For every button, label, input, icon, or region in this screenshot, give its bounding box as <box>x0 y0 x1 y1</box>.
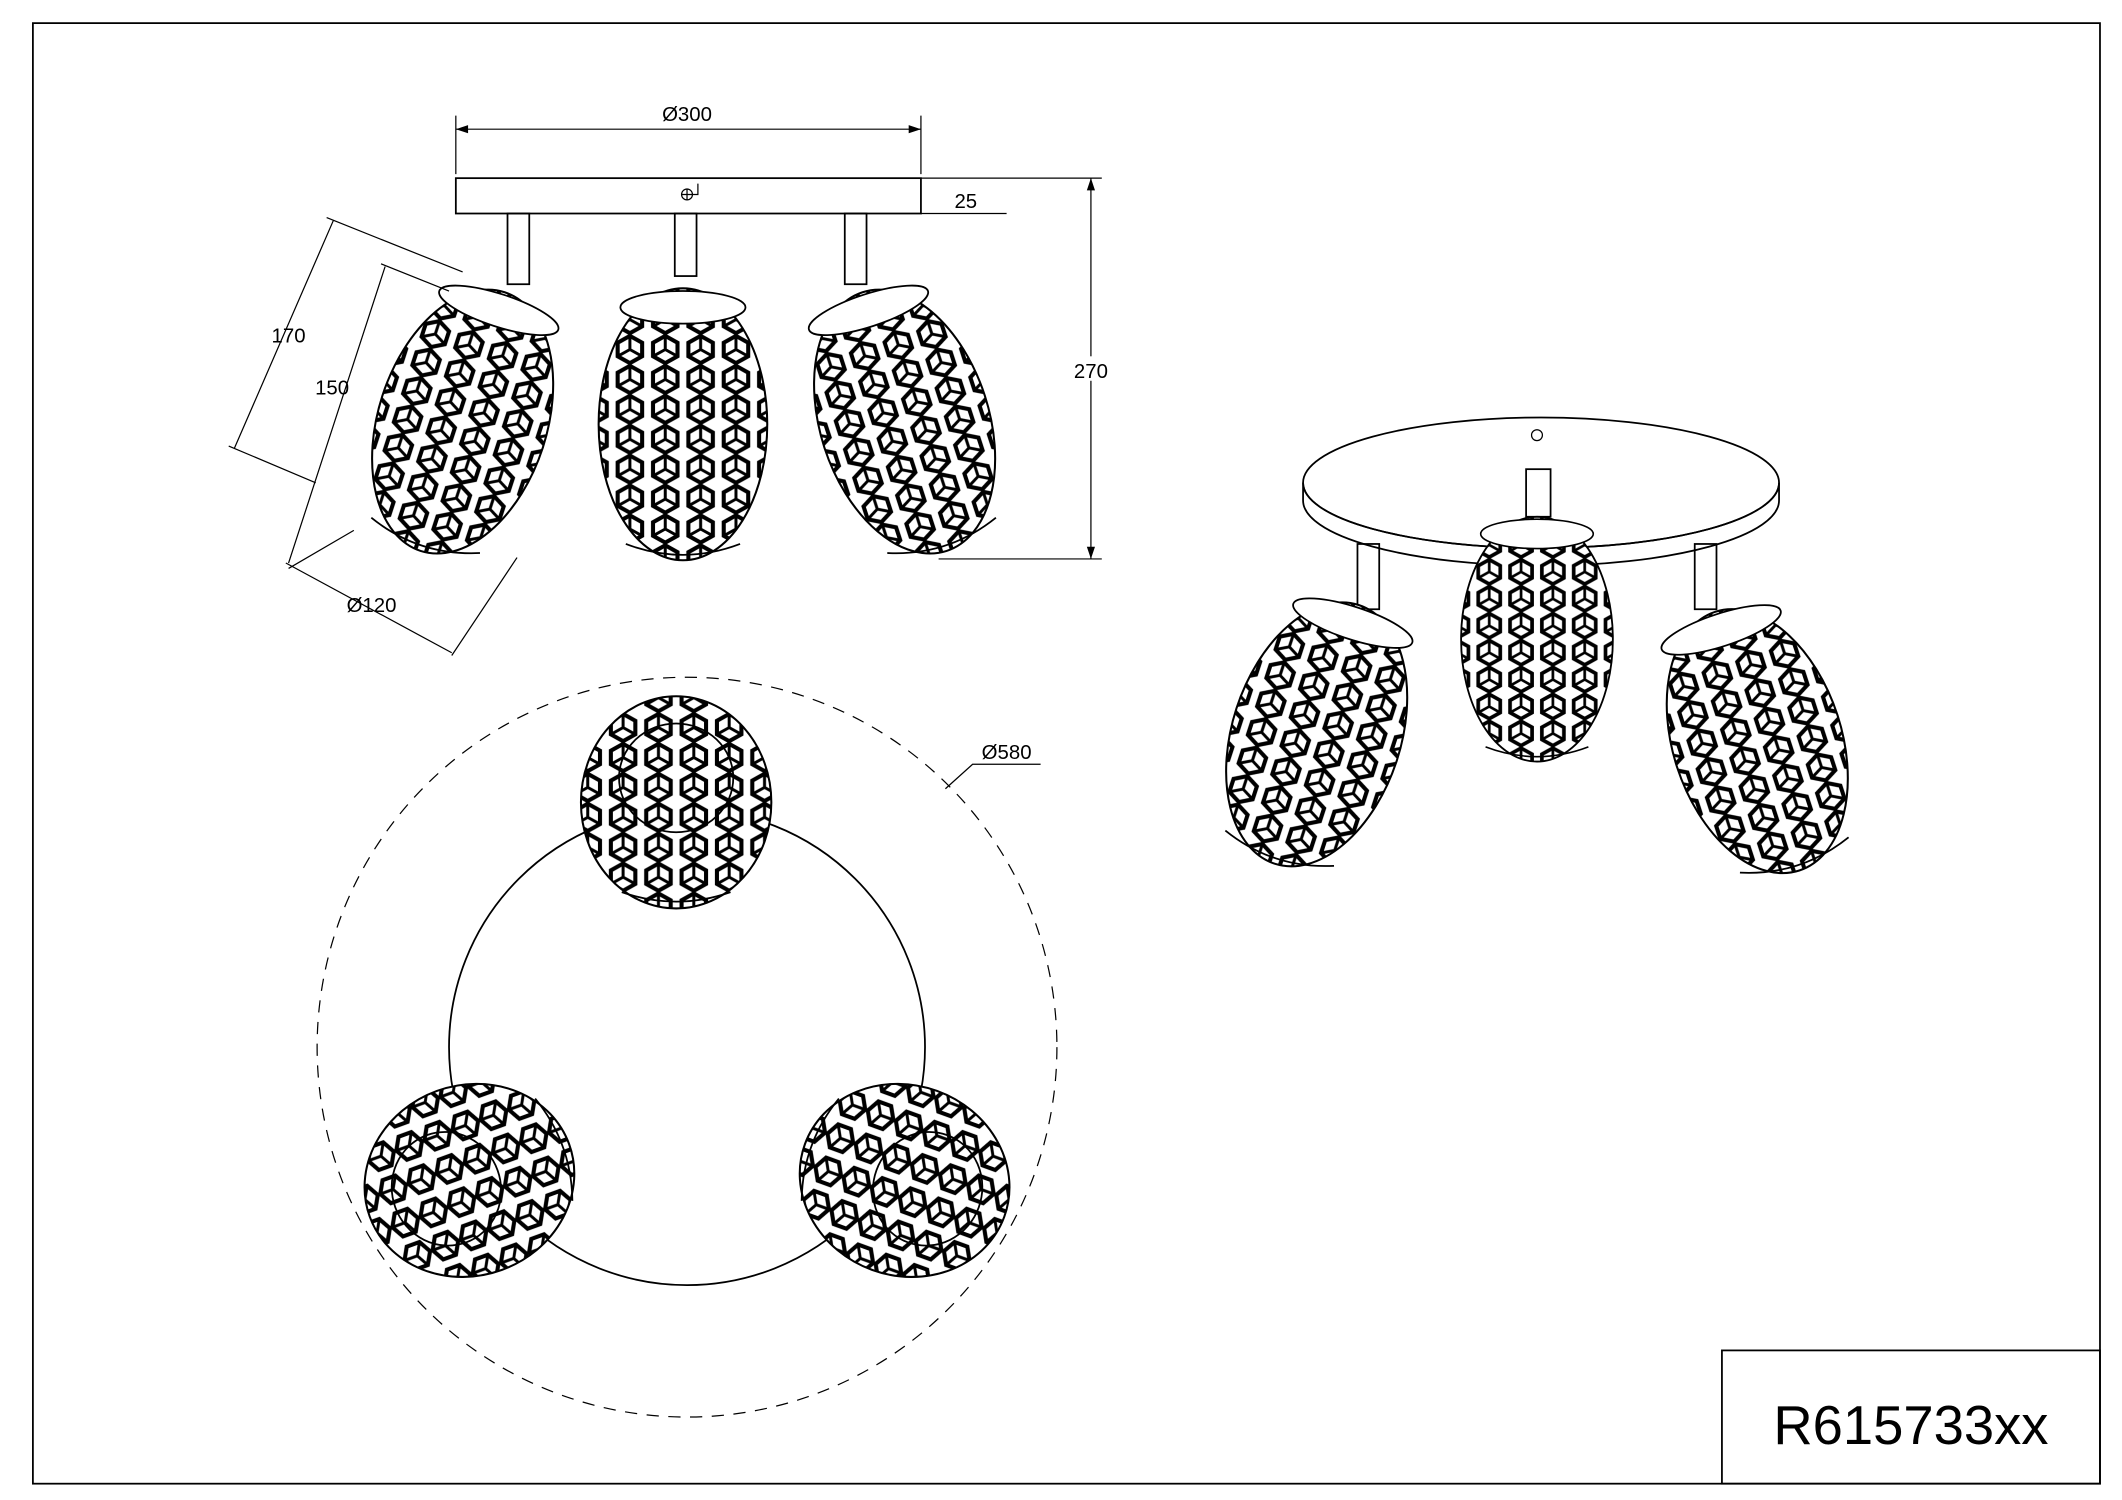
top-shade-top <box>579 695 773 910</box>
drawing-border <box>32 22 2101 1485</box>
stem-middle <box>673 212 698 277</box>
outer-diameter-circle <box>316 676 1058 1418</box>
shade-middle <box>597 287 769 562</box>
dim-arm-length: 170 <box>272 326 306 348</box>
front-view: Ø300 25 270 170 150 Ø120 <box>228 104 1116 656</box>
top-shade-left <box>336 1053 603 1308</box>
dim-shade-length: 150 <box>315 377 349 399</box>
dim-shade-diameter: Ø120 <box>347 595 397 617</box>
dim-total-height: 270 <box>1074 361 1108 383</box>
stem-right <box>843 212 868 286</box>
dim-bar-height: 25 <box>954 191 977 213</box>
top-shade-right <box>771 1053 1038 1308</box>
top-view: Ø580 <box>316 676 1058 1418</box>
shade-left <box>339 265 586 578</box>
persp-shade-left <box>1193 577 1440 891</box>
stem-left <box>506 212 531 286</box>
title-block: R615733xx <box>1721 1349 2101 1485</box>
screw-icon <box>1530 429 1544 442</box>
shade-right <box>781 265 1028 578</box>
persp-shade-right <box>1634 584 1881 898</box>
dim-bar-width: Ø300 <box>662 104 712 126</box>
persp-shade-middle <box>1460 515 1614 763</box>
product-code: R615733xx <box>1773 1395 2048 1456</box>
dim-round-diameter: Ø580 <box>982 742 1032 764</box>
perspective-view <box>1193 416 1881 898</box>
ceiling-bar <box>454 177 922 215</box>
